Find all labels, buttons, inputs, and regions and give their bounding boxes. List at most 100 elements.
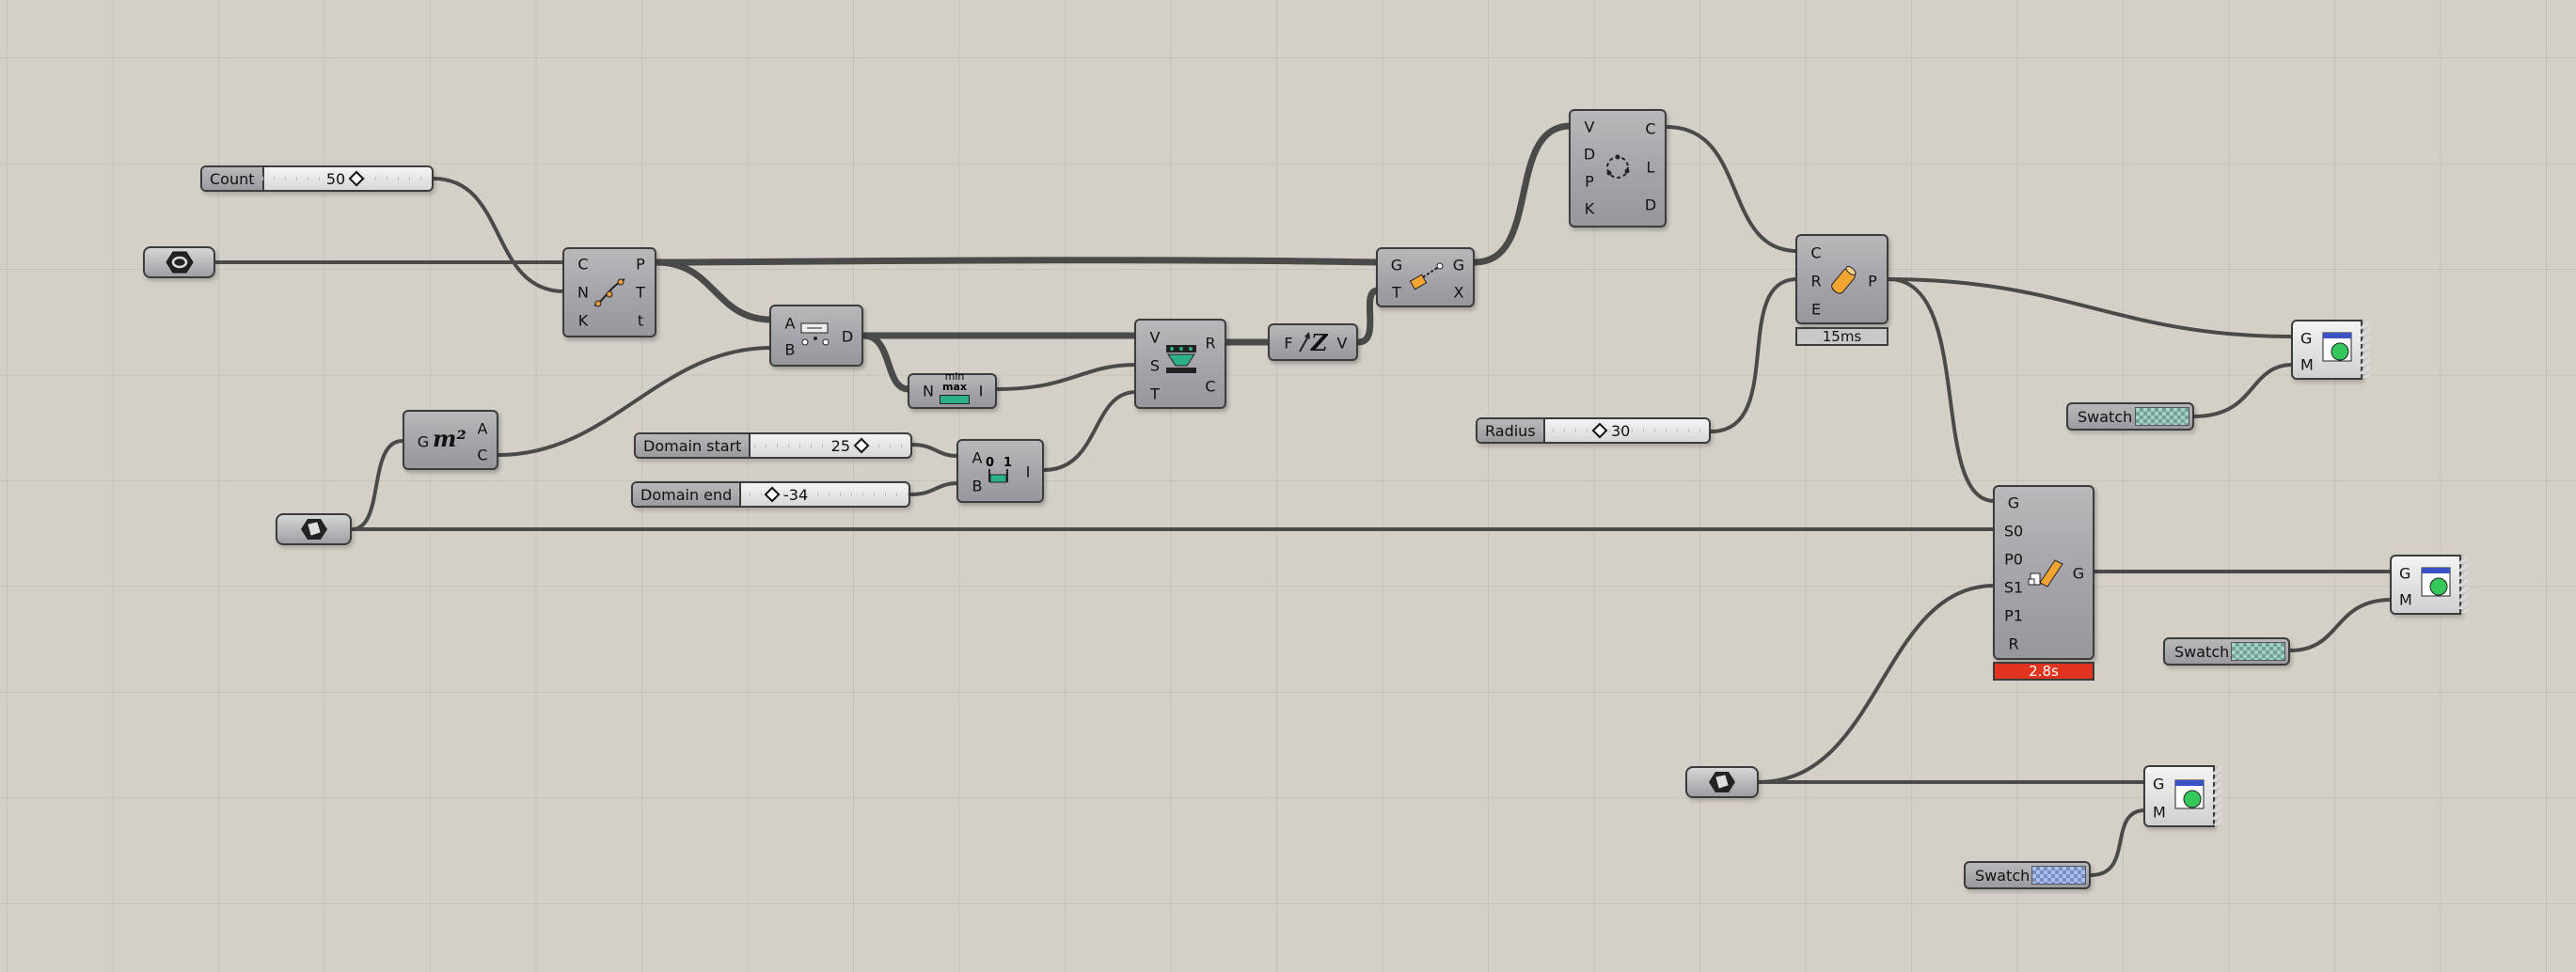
divide-curve-component[interactable]: C N K P T t: [562, 247, 656, 337]
custom-preview-3[interactable]: G M: [2143, 765, 2222, 827]
divide-curve-icon: [593, 278, 625, 307]
custom-preview-2[interactable]: G M: [2390, 555, 2469, 615]
move-input-t[interactable]: T: [1392, 283, 1401, 302]
unit-vector-icon: [1299, 332, 1310, 353]
slider-knob-icon[interactable]: [853, 437, 870, 454]
domain-input-a[interactable]: A: [972, 448, 983, 467]
move-output-x[interactable]: X: [1453, 283, 1464, 302]
divide-output-t[interactable]: T: [636, 283, 645, 302]
sweep-output-g[interactable]: G: [2072, 564, 2085, 583]
voronoi-input-k[interactable]: K: [1584, 199, 1595, 218]
bounds-glyph-min: min: [944, 370, 965, 383]
remap-input-s[interactable]: S: [1149, 356, 1161, 375]
bounds-input-n[interactable]: N: [923, 382, 934, 400]
voronoi-output-c[interactable]: C: [1645, 119, 1656, 138]
voronoi-output-l[interactable]: L: [1646, 158, 1655, 177]
pipe-input-c[interactable]: C: [1810, 243, 1822, 262]
voronoi-input-d[interactable]: D: [1583, 145, 1596, 164]
domain-end-value: -34: [783, 485, 809, 504]
distance-output-d[interactable]: D: [841, 327, 854, 346]
domain-end-track[interactable]: -34: [738, 483, 909, 506]
swatch-2[interactable]: Swatch: [2163, 637, 2290, 666]
unit-z-component[interactable]: F V Z: [1268, 323, 1358, 361]
wire-radius-pipe: [1709, 277, 1799, 433]
domain-input-b[interactable]: B: [972, 477, 983, 495]
distance-component[interactable]: A B D: [769, 305, 863, 367]
count-slider-track[interactable]: 50: [262, 167, 432, 190]
preview1-input-g[interactable]: G: [2300, 329, 2313, 348]
divide-output-tparam[interactable]: t: [637, 311, 644, 330]
domain-end-slider[interactable]: Domain end -34: [631, 481, 910, 508]
domain-start-slider[interactable]: Domain start 25: [634, 432, 912, 459]
sweep-input-g[interactable]: G: [2007, 494, 2020, 512]
remap-component[interactable]: V S T R C: [1134, 319, 1226, 409]
curve-param[interactable]: [143, 246, 215, 278]
area-output-c[interactable]: C: [477, 446, 488, 464]
unitz-output-v[interactable]: V: [1336, 334, 1348, 353]
preview-icon: [2421, 567, 2451, 597]
move-input-g[interactable]: G: [1390, 256, 1403, 274]
unitz-input-f[interactable]: F: [1284, 334, 1293, 353]
move-component[interactable]: G T G X: [1376, 247, 1475, 307]
preview2-input-m[interactable]: M: [2399, 590, 2412, 609]
divide-output-p[interactable]: P: [636, 255, 645, 274]
curve-param-icon: [165, 251, 194, 274]
wire-distance-bounds: [860, 332, 912, 393]
brep-param-icon: [1709, 772, 1735, 792]
distance-input-a[interactable]: A: [784, 314, 796, 333]
slider-knob-icon[interactable]: [764, 486, 781, 503]
brep-param-1[interactable]: [276, 513, 352, 545]
area-output-a[interactable]: A: [477, 419, 488, 438]
pipe-input-r[interactable]: R: [1810, 272, 1822, 290]
preview1-input-m[interactable]: M: [2300, 355, 2314, 374]
voronoi-output-d[interactable]: D: [1644, 196, 1657, 214]
pipe-output-p[interactable]: P: [1868, 272, 1877, 290]
preview2-input-g[interactable]: G: [2399, 564, 2411, 583]
swatch1-color[interactable]: [2135, 407, 2189, 426]
swatch2-color[interactable]: [2231, 642, 2285, 661]
area-component[interactable]: G A C m²: [403, 410, 498, 470]
wire-swatch3-preview3: [2089, 808, 2147, 877]
brep-param-2[interactable]: [1685, 766, 1759, 798]
sweep-input-p1[interactable]: P1: [2004, 606, 2023, 625]
slider-knob-icon[interactable]: [348, 170, 365, 187]
remap-output-r[interactable]: R: [1205, 334, 1216, 353]
pipe-input-e[interactable]: E: [1810, 300, 1822, 319]
slider-knob-icon[interactable]: [1591, 422, 1608, 439]
domain-start-track[interactable]: 25: [743, 434, 910, 457]
bounds-output-i[interactable]: I: [978, 382, 984, 400]
bounds-component[interactable]: N I min max: [908, 370, 997, 409]
voronoi-component[interactable]: V D P K C L D: [1569, 109, 1667, 227]
divide-input-k[interactable]: K: [577, 311, 589, 330]
swatch-3[interactable]: Swatch: [1964, 861, 2091, 889]
divide-input-n[interactable]: N: [577, 283, 589, 302]
domain-output-i[interactable]: I: [1025, 462, 1031, 481]
area-input-g[interactable]: G: [417, 432, 430, 451]
voronoi-input-p[interactable]: P: [1585, 172, 1594, 191]
sweep-input-s0[interactable]: S0: [2003, 522, 2024, 541]
sweep-input-p0[interactable]: P0: [2004, 550, 2023, 569]
voronoi-input-v[interactable]: V: [1584, 118, 1595, 136]
radius-slider[interactable]: Radius 30: [1476, 417, 1711, 444]
swatch-1[interactable]: Swatch: [2066, 402, 2194, 431]
remap-input-v[interactable]: V: [1149, 328, 1161, 347]
preview3-input-m[interactable]: M: [2153, 803, 2166, 822]
move-output-g[interactable]: G: [1452, 256, 1465, 274]
swatch2-label: Swatch: [2174, 642, 2230, 661]
custom-preview-1[interactable]: G M: [2291, 320, 2370, 380]
radius-slider-track[interactable]: 30: [1541, 419, 1709, 442]
divide-input-c[interactable]: C: [577, 255, 589, 274]
swatch3-color[interactable]: [2031, 866, 2086, 885]
distance-input-b[interactable]: B: [784, 340, 796, 359]
sweep2-component[interactable]: G S0 P0 S1 P1 R G: [1993, 485, 2094, 660]
pipe-component[interactable]: C R E P: [1795, 234, 1889, 324]
remap-input-t[interactable]: T: [1150, 384, 1160, 403]
distance-icon: [800, 322, 830, 346]
remap-output-c[interactable]: C: [1205, 377, 1216, 396]
count-slider[interactable]: Count 50: [200, 165, 434, 192]
sweep-input-r[interactable]: R: [2008, 635, 2019, 653]
preview3-input-g[interactable]: G: [2153, 775, 2165, 793]
sweep-input-s1[interactable]: S1: [2003, 578, 2024, 597]
